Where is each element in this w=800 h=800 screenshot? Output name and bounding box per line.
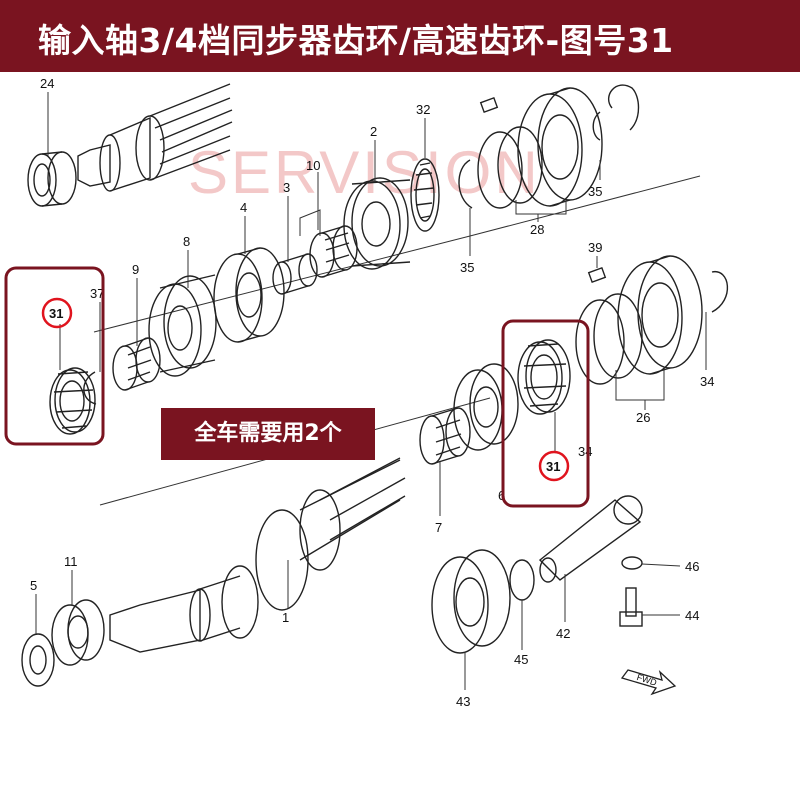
part-label-43: 43 [456,694,470,709]
part-11-bearing [51,599,105,666]
watermark: SERVISION [188,139,541,206]
part-label-35-lower: 35 [460,260,474,275]
part-label-5: 5 [30,578,37,593]
part-26-synchronizer-hub [575,255,703,385]
part-32-needle-bearing [410,158,440,232]
highlight-box-right [501,319,590,508]
part-label-26: 26 [636,410,650,425]
part-6-gear [453,363,519,451]
part-1-input-shaft [109,457,406,653]
page-title: 输入轴3/4档同步器齿环/高速齿环-图号31 [38,21,674,60]
part-label-45: 45 [514,652,528,667]
part-44-bolt [619,587,643,627]
forward-direction-badge: FWD [620,669,677,696]
part-label-31-left: 31 [49,306,63,321]
part-31-callout-left: 31 [41,297,73,329]
part-46-washer [621,556,643,570]
part-output-shaft [77,83,233,192]
part-label-3: 3 [283,180,290,195]
part-label-31-right: 31 [546,459,560,474]
part-45-washer [509,559,535,601]
part-label-2: 2 [370,124,377,139]
part-label-7: 7 [435,520,442,535]
part-label-1: 1 [282,610,289,625]
part-43-reverse-gear [431,549,511,654]
part-label-24: 24 [40,76,54,91]
quantity-note: 全车需要用2个 [161,408,375,460]
part-2-gear [343,177,411,270]
part-label-44: 44 [685,608,699,623]
part-31-synchronizer-ring-left [49,367,96,435]
part-28-synchronizer-hub [477,87,603,209]
part-label-8: 8 [183,234,190,249]
part-label-37: 37 [90,286,104,301]
part-labels: 24 32 2 10 3 4 8 9 37 35 35 28 39 26 34 … [30,58,714,709]
part-10-needle-bearing [309,225,358,278]
part-5-oil-seal [21,633,55,687]
part-33-snap-ring [607,84,640,131]
part-4-ball-bearing [213,247,285,343]
part-label-34-right: 34 [700,374,714,389]
part-label-28: 28 [530,222,544,237]
part-39-key [587,267,607,283]
part-label-46: 46 [685,559,699,574]
part-31-synchronizer-ring-right [517,339,571,415]
part-key-upper [479,97,499,113]
part-35-snap-ring-upper [458,159,473,209]
title-banner: 输入轴3/4档同步器齿环/高速齿环-图号31 [0,0,800,72]
part-label-4: 4 [240,200,247,215]
part-label-42: 42 [556,626,570,641]
part-3-sleeve [272,253,318,295]
part-7-needle-bearing [419,407,471,465]
part-label-35-upper-right: 35 [588,184,602,199]
part-42-reverse-shaft [538,495,643,583]
part-37-snap-ring [83,371,97,405]
part-24-bearing [27,151,77,207]
part-label-9: 9 [132,262,139,277]
part-label-11: 11 [64,554,78,569]
part-label-39: 39 [588,240,602,255]
highlight-box-left [4,266,105,446]
part-34-snap-ring-right [711,271,729,313]
part-8-gear [148,274,217,377]
part-label-33: 33 [610,58,624,73]
part-label-10: 10 [306,158,320,173]
leader-lines [35,92,707,690]
part-31-callout-right: 31 [538,450,570,482]
part-label-32: 32 [416,102,430,117]
part-label-34-middle: 34 [578,444,592,459]
